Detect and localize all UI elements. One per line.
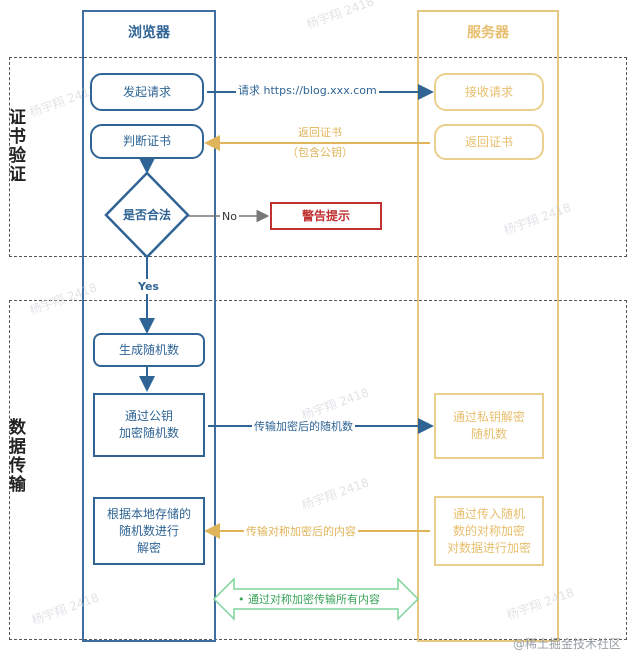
decrypt-private-node: 通过私钥解密 随机数 [434,393,544,459]
server-lane: 服务器 [417,10,559,642]
judge-cert-node: 判断证书 [90,124,204,159]
browser-lane: 浏览器 [82,10,216,642]
encrypt-random-node: 通过公钥 加密随机数 [93,393,205,457]
send-random-label: 传输加密后的随机数 [252,419,355,434]
yes-label: Yes [136,279,161,294]
return-cert-label-2: （包含公钥） [270,145,370,160]
decrypt-local-node: 根据本地存储的 随机数进行 解密 [93,497,205,565]
decision-diamond [104,171,190,259]
warning-node: 警告提示 [270,202,382,230]
symmetric-label: • 通过对称加密传输所有内容 [238,593,380,606]
send-request-node: 发起请求 [90,73,204,111]
is-legal-label: 是否合法 [122,207,171,222]
return-cert-node: 返回证书 [434,124,544,160]
no-label: No [220,209,239,224]
encrypt-data-node: 通过传入随机 数的对称加密 对数据进行加密 [434,496,544,566]
credit-text: @稀土掘金技术社区 [512,637,621,651]
cert-section-label: 证书验证 [5,108,25,184]
gen-random-node: 生成随机数 [93,333,205,367]
cert-section-box [9,57,627,257]
server-lane-title: 服务器 [467,25,509,41]
request-url-label: 请求 https://blog.xxx.com [236,83,379,98]
return-cert-label-1: 返回证书 [298,126,342,139]
symmetric-arrow [212,577,420,621]
data-section-label: 数据传输 [5,418,25,494]
data-section-box [9,300,627,640]
recv-request-node: 接收请求 [434,73,544,111]
send-content-label: 传输对称加密后的内容 [244,524,358,539]
browser-lane-title: 浏览器 [128,25,170,41]
